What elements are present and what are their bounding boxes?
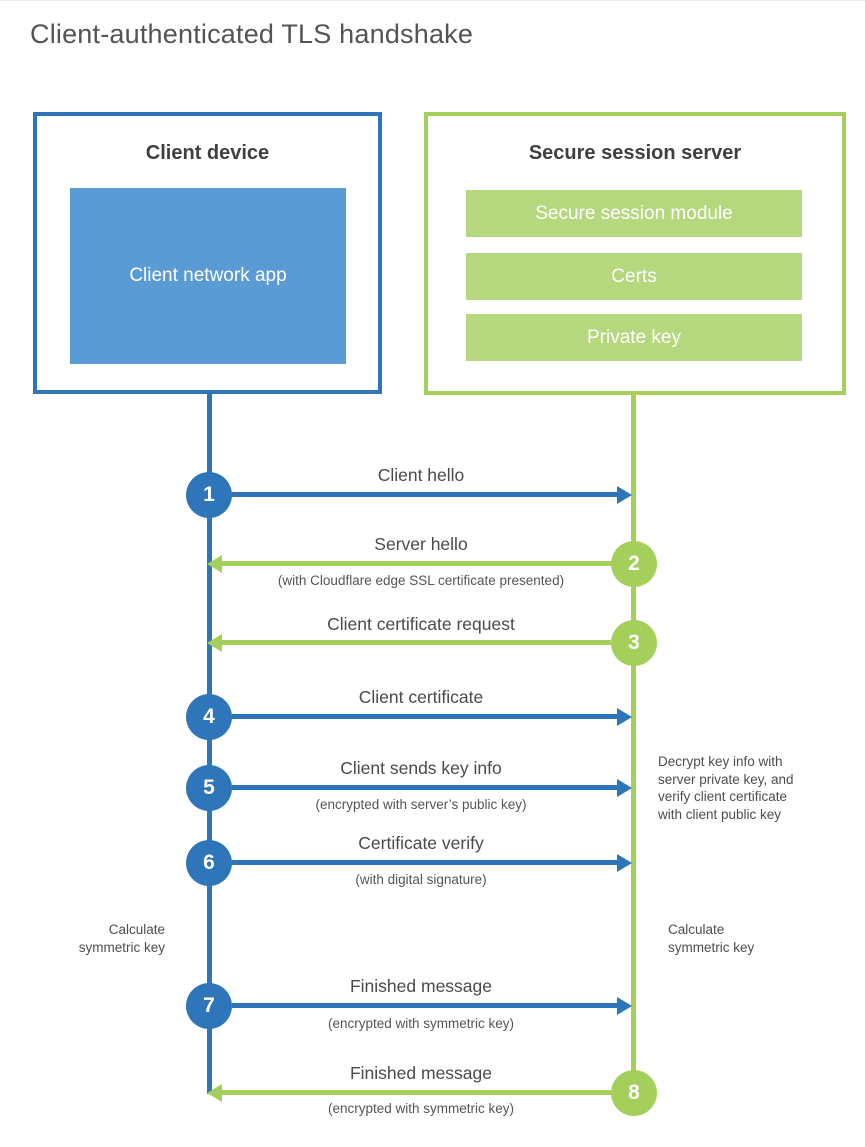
step-6-label: Certificate verify [358,833,484,853]
step-1-badge: 1 [186,472,232,518]
note-line: verify client certificate [658,789,788,804]
server-lifeline [631,395,636,1093]
step-1-arrow [232,485,632,504]
step-7-label: Finished message [349,976,493,996]
note-line: Calculate [108,922,165,937]
server-module-private-key: Private key [466,314,802,361]
client-network-app-label: Client network app [129,265,287,286]
step-4-badge: 4 [186,694,232,740]
step-7-badge: 7 [186,983,232,1029]
step-6-arrow [232,853,632,872]
note-calculate-symmetric-key-client: Calculate symmetric key [40,921,165,956]
note-line: Calculate [668,922,725,937]
page-title: Client-authenticated TLS handshake [30,19,474,49]
step-3-arrow [207,633,611,652]
step-4-arrow [232,707,632,726]
step-4-label: Client certificate [358,687,484,707]
server-module-secure-session-module: Secure session module [466,190,802,237]
note-line: with client public key [658,806,782,822]
step-8-badge: 8 [611,1070,657,1116]
server-module-certs: Certs [466,253,802,300]
note-decrypt-key-info: Decrypt key info with server private key… [658,753,848,823]
step-5-label: Client sends key info [340,758,502,778]
step-3-badge: 3 [611,620,657,666]
step-2-badge: 2 [611,541,657,587]
client-network-app-box: Client network app [70,188,346,364]
step-8-label: Finished message [349,1063,493,1083]
client-lifeline [207,394,212,1094]
step-2-sublabel: (with Cloudflare edge SSL certificate pr… [277,573,565,588]
step-7-sublabel: (encrypted with symmetric key) [327,1016,515,1031]
note-line: symmetric key [78,939,165,955]
step-2-label: Server hello [374,534,468,554]
step-3-label: Client certificate request [327,614,515,634]
step-8-sublabel: (encrypted with symmetric key) [327,1101,515,1116]
step-7-arrow [232,996,632,1015]
step-5-arrow [232,778,632,797]
step-2-arrow [207,554,611,573]
note-calculate-symmetric-key-server: Calculate symmetric key [668,921,798,956]
note-line: server private key, and [658,771,794,787]
step-6-badge: 6 [186,840,232,886]
step-6-sublabel: (with digital signature) [355,872,487,887]
step-1-label: Client hello [377,465,465,485]
note-line: symmetric key [668,939,755,955]
step-5-badge: 5 [186,765,232,811]
server-box-title: Secure session server [528,142,742,164]
client-device-title: Client device [145,142,270,164]
step-8-arrow [207,1083,611,1102]
step-5-sublabel: (encrypted with server’s public key) [315,797,527,812]
note-line: Decrypt key info with [658,754,783,769]
